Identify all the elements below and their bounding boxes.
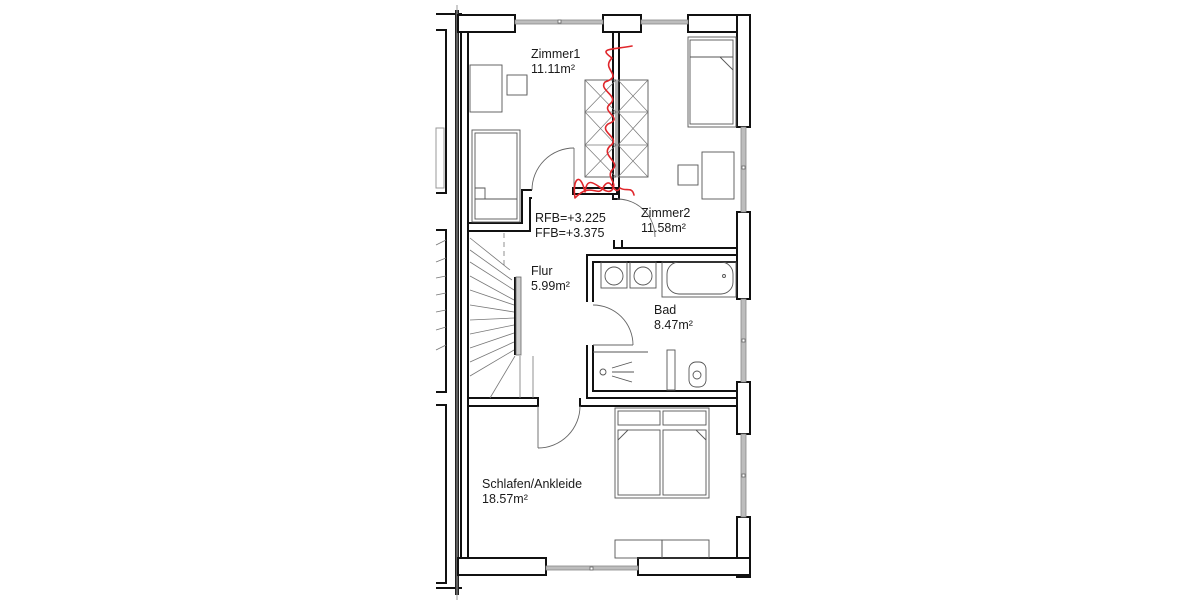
room-label-bad: Bad 8.47m² xyxy=(654,303,693,333)
bedroom-furniture xyxy=(614,407,710,559)
level-label: RFB=+3.225 FFB=+3.375 xyxy=(535,211,606,241)
room-area: 18.57m² xyxy=(482,492,528,506)
neighbour-stairs xyxy=(435,239,447,351)
room-name: Zimmer2 xyxy=(641,206,691,220)
room-label-zimmer2: Zimmer2 11.58m² xyxy=(641,206,690,236)
stairs xyxy=(469,233,534,399)
exterior-walls xyxy=(457,14,751,578)
room-area: 11.11m² xyxy=(531,62,576,76)
room-label-flur: Flur 5.99m² xyxy=(531,264,570,294)
red-scribble-annotation xyxy=(573,45,635,199)
rfb-level: RFB=+3.225 xyxy=(535,211,606,225)
room-name: Schlafen/Ankleide xyxy=(482,477,583,491)
doors xyxy=(531,147,656,449)
room-area: 11.58m² xyxy=(641,221,686,235)
room-area: 8.47m² xyxy=(654,318,693,332)
room-area: 5.99m² xyxy=(531,279,570,293)
zimmer1-furniture xyxy=(469,64,649,223)
room-label-schlafen: Schlafen/Ankleide 18.57m² xyxy=(482,477,582,507)
room-label-zimmer1: Zimmer1 11.11m² xyxy=(531,47,580,77)
bathroom-fixtures xyxy=(593,261,737,391)
ffb-level: FFB=+3.375 xyxy=(535,226,605,240)
room-name: Zimmer1 xyxy=(531,47,581,61)
zimmer2-furniture xyxy=(677,36,737,200)
room-name: Flur xyxy=(531,264,553,278)
room-name: Bad xyxy=(654,303,677,317)
neighbour-walls xyxy=(436,13,462,589)
